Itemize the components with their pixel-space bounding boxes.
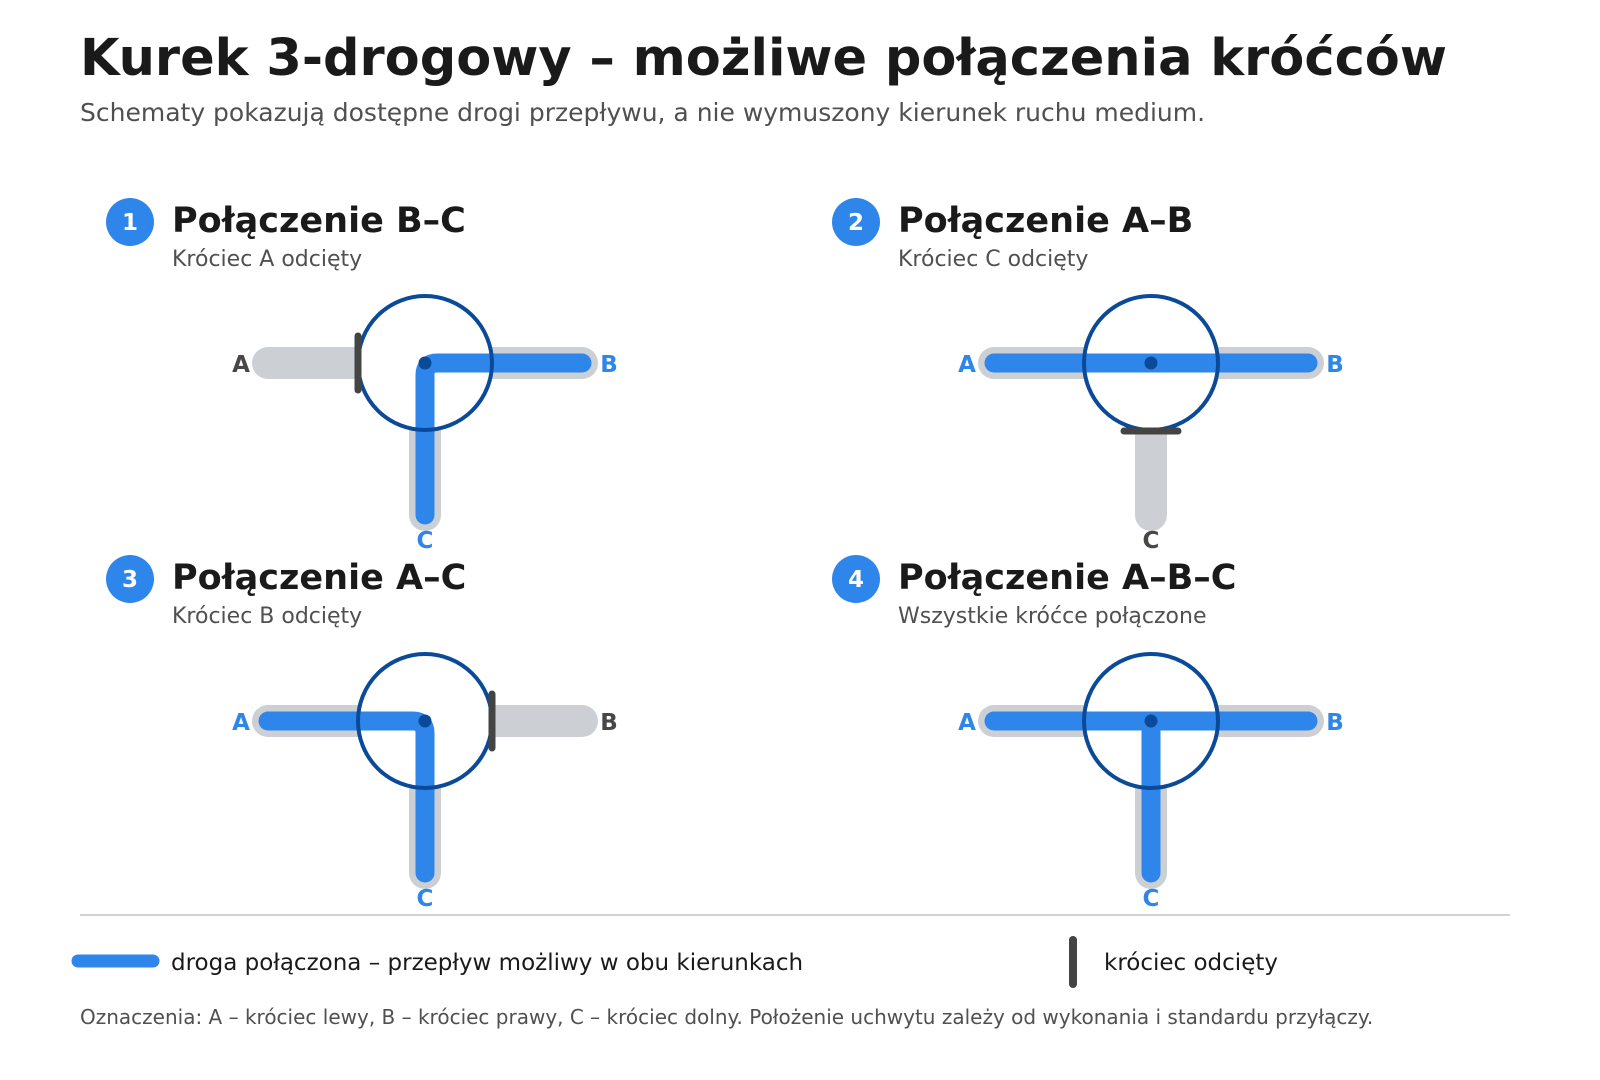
valve-center-dot <box>418 714 432 728</box>
panel-number: 3 <box>122 567 138 593</box>
valve-center-dot <box>418 356 432 370</box>
valve-center-dot <box>1144 714 1158 728</box>
panel-number: 1 <box>122 210 138 236</box>
panel-4: 4 Połączenie A–B–C Wszystkie króćce połą… <box>832 555 1344 912</box>
panel-title: Połączenie A–B <box>898 201 1193 241</box>
valve-schematic: A B C <box>232 294 618 554</box>
legend-connected-label: droga połączona – przepływ możliwy w obu… <box>171 950 803 976</box>
port-label-c: C <box>417 528 434 554</box>
panel-title: Połączenie A–B–C <box>898 558 1236 598</box>
panel-number-badge <box>106 555 154 603</box>
page-subtitle: Schematy pokazują dostępne drogi przepły… <box>80 98 1206 127</box>
panel-subtitle: Króciec C odcięty <box>898 247 1088 272</box>
panel-number: 2 <box>848 210 864 236</box>
valve-schematic: A B C <box>958 652 1344 912</box>
panel-title: Połączenie A–C <box>172 558 466 598</box>
panel-3: 3 Połączenie A–C Króciec B odcięty A B C <box>106 555 618 912</box>
port-label-a: A <box>232 352 250 378</box>
valve-schematic: A B C <box>958 294 1344 554</box>
port-label-a: A <box>958 710 976 736</box>
valve-ring <box>1082 652 1220 790</box>
panel-number-badge <box>832 198 880 246</box>
port-label-c: C <box>1143 528 1160 554</box>
panel-title: Połączenie B–C <box>172 201 466 241</box>
panel-1: 1 Połączenie B–C Króciec A odcięty A B C <box>106 198 618 554</box>
port-label-b: B <box>600 352 618 378</box>
port-label-a: A <box>232 710 250 736</box>
panel-subtitle: Króciec B odcięty <box>172 604 362 629</box>
legend-closed-label: króciec odcięty <box>1104 950 1278 976</box>
panel-subtitle: Wszystkie króćce połączone <box>898 604 1206 629</box>
panel-subtitle: Króciec A odcięty <box>172 247 362 272</box>
port-label-c: C <box>417 886 434 912</box>
valve-center-dot <box>1144 356 1158 370</box>
panel-number-badge <box>106 198 154 246</box>
page-title: Kurek 3-drogowy – możliwe połączenia kró… <box>80 29 1447 88</box>
port-label-b: B <box>600 710 618 736</box>
footnote: Oznaczenia: A – króciec lewy, B – krócie… <box>80 1005 1373 1029</box>
legend: droga połączona – przepływ możliwy w obu… <box>71 936 1278 988</box>
port-label-a: A <box>958 352 976 378</box>
valve-schematic: A B C <box>232 652 618 912</box>
panel-2: 2 Połączenie A–B Króciec C odcięty A B C <box>832 198 1344 554</box>
panel-number: 4 <box>848 567 864 593</box>
port-label-c: C <box>1143 886 1160 912</box>
panel-number-badge <box>832 555 880 603</box>
port-label-b: B <box>1326 352 1344 378</box>
port-label-b: B <box>1326 710 1344 736</box>
